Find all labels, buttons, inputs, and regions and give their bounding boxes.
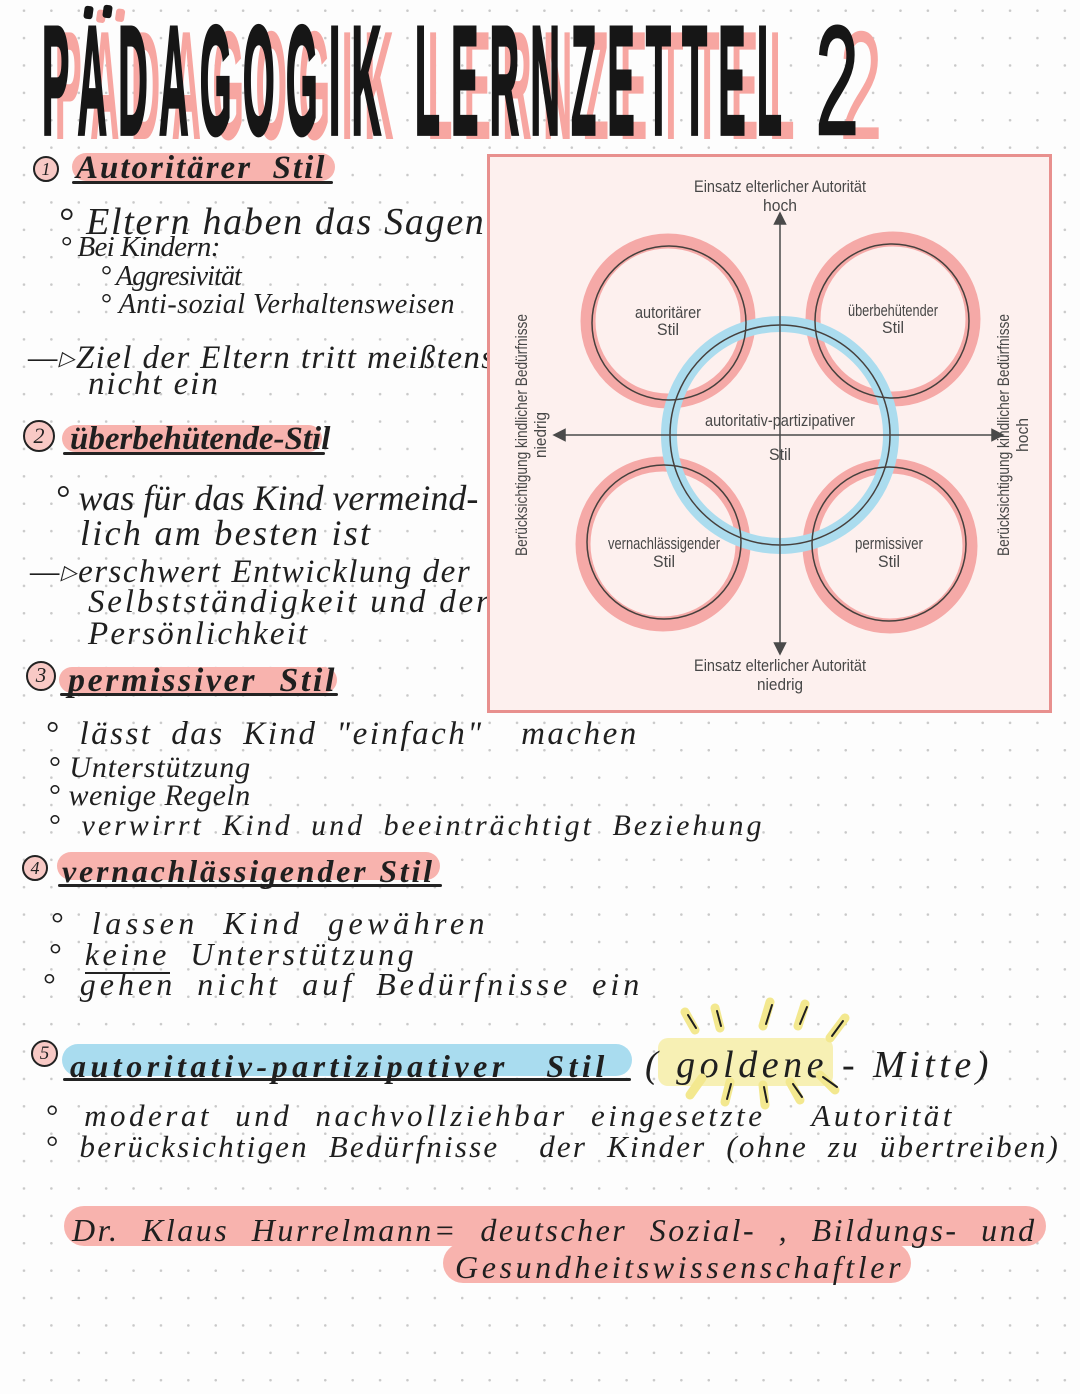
svg-text:Einsatz elterlicher Autorität: Einsatz elterlicher Autorität [694, 657, 866, 675]
svg-text:autoritativ-partizipativer: autoritativ-partizipativer [705, 412, 855, 430]
svg-text:hoch: hoch [763, 197, 797, 215]
svg-text:hoch: hoch [1014, 418, 1032, 452]
svg-text:vernachlässigender: vernachlässigender [608, 535, 720, 553]
svg-text:Berücksichtigung kindlicher Be: Berücksichtigung kindlicher Bedürfnisse [513, 314, 531, 556]
svg-text:niedrig: niedrig [532, 412, 550, 458]
svg-text:autoritärer: autoritärer [635, 304, 701, 322]
svg-text:überbehütender: überbehütender [848, 302, 938, 320]
svg-text:Berücksichtigung kindlicher Be: Berücksichtigung kindlicher Bedürfnisse [995, 314, 1013, 556]
svg-text:Stil: Stil [769, 446, 791, 464]
svg-text:Einsatz elterlicher Autorität: Einsatz elterlicher Autorität [694, 178, 866, 196]
svg-text:Stil: Stil [653, 553, 675, 571]
svg-text:Stil: Stil [882, 319, 904, 337]
svg-text:Stil: Stil [878, 553, 900, 571]
svg-text:Stil: Stil [657, 321, 679, 339]
svg-text:permissiver: permissiver [855, 535, 923, 553]
svg-text:niedrig: niedrig [757, 676, 803, 694]
